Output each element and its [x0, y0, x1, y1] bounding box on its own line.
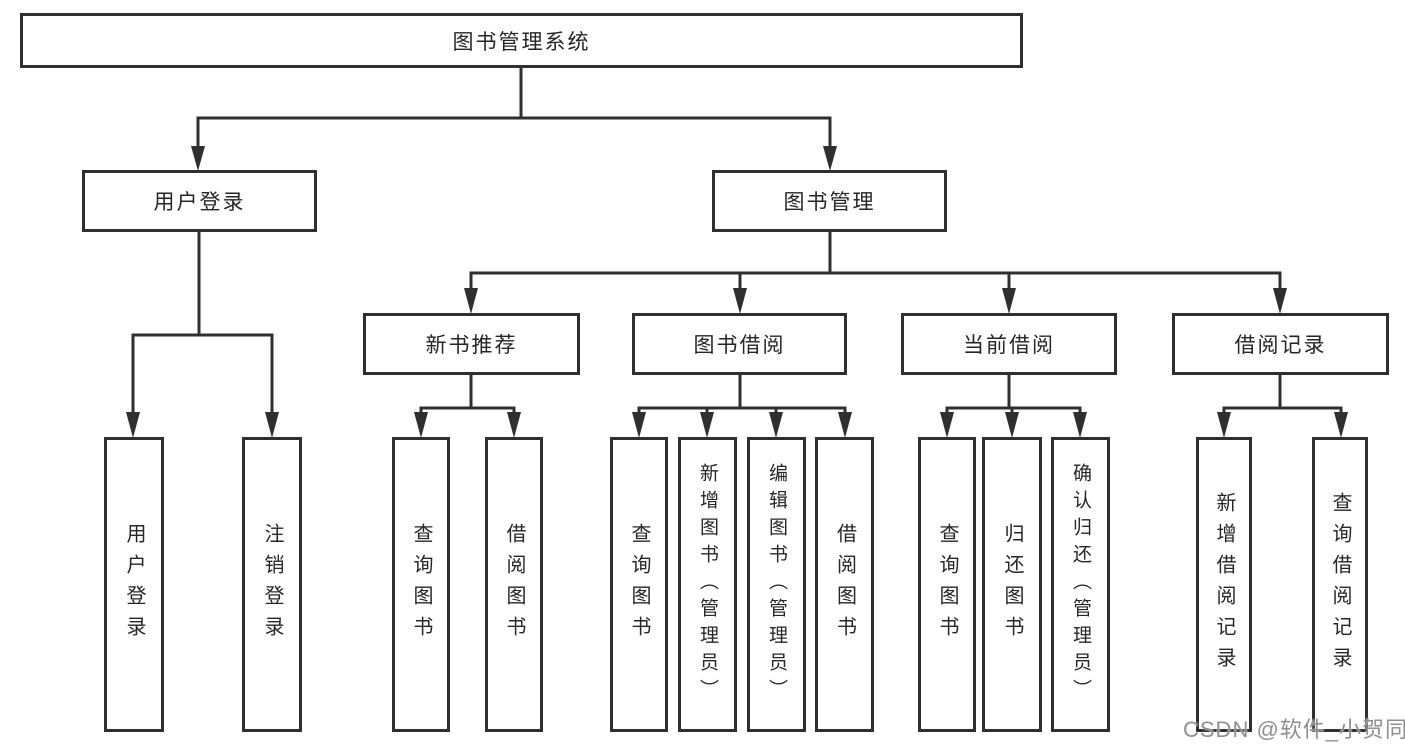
leaf-user-login: 用户登录 [104, 437, 164, 732]
watermark: CSDN @软件_小贺同学 [1183, 717, 1405, 742]
leaf-records-add-record: 新增借阅记录 [1196, 437, 1252, 732]
leaf-current-query-books: 查询图书 [918, 437, 976, 732]
arrowheads [126, 146, 1348, 438]
leaf-borrow-query-books: 查询图书 [610, 437, 668, 732]
leaf-newbooks-borrow-books: 借阅图书 [485, 437, 543, 732]
leaf-current-confirm-return-admin: 确认归还（管理员） [1051, 437, 1110, 732]
leaf-logout: 注销登录 [242, 437, 302, 732]
leaf-current-return-books: 归还图书 [982, 437, 1042, 732]
leaf-borrow-add-books-admin: 新增图书（管理员） [678, 437, 737, 732]
node-book-management: 图书管理 [712, 170, 947, 232]
node-root: 图书管理系统 [20, 13, 1023, 68]
leaf-borrow-borrow-books: 借阅图书 [815, 437, 874, 732]
leaf-newbooks-query-books: 查询图书 [392, 437, 450, 732]
leaf-borrow-edit-books-admin: 编辑图书（管理员） [747, 437, 806, 732]
node-book-borrow: 图书借阅 [632, 313, 847, 375]
node-current-borrow: 当前借阅 [901, 313, 1117, 375]
node-new-book-recommend: 新书推荐 [363, 313, 580, 375]
node-borrow-records: 借阅记录 [1172, 313, 1389, 375]
leaf-records-query-record: 查询借阅记录 [1312, 437, 1368, 732]
node-user-login: 用户登录 [82, 170, 317, 232]
